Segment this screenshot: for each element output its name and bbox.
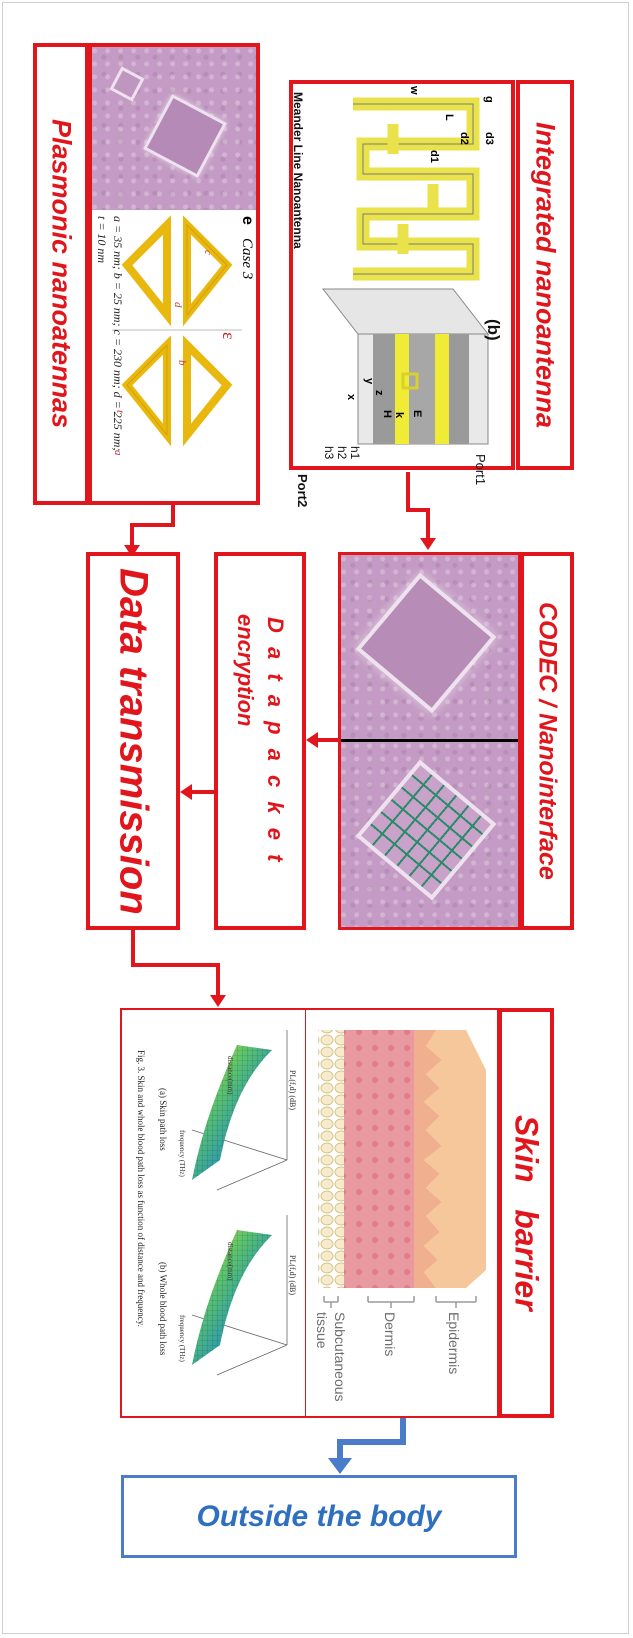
outside-box: Outside the body (121, 1475, 517, 1558)
field-h-label: H (381, 410, 393, 418)
crystal-small (109, 66, 145, 102)
bowtie-antenna (112, 215, 242, 447)
plot-a-xlabel: frequency (THz) (178, 1130, 186, 1177)
dim-c-label: c (202, 250, 214, 255)
dim-d-label: d (172, 302, 184, 308)
plasmonic-photo (92, 47, 256, 210)
transmission-box: Data transmission (86, 552, 180, 930)
epsilon-symbol: ε (219, 332, 239, 340)
meander-antenna (333, 94, 485, 284)
plot-b-xlabel: frequency (THz) (178, 1315, 186, 1362)
plot-a-ylabel: distance(mm) (226, 1056, 234, 1095)
plot-a-caption: (a) Skin path loss (158, 1088, 168, 1151)
integrated-panel-label: (b) (484, 319, 503, 341)
tissue-label: tissue (314, 1312, 330, 1349)
axis-z-label: z (373, 390, 385, 396)
codec-photo-2 (341, 742, 518, 927)
plot-b-zlabel: PL(f,d) (dB) (288, 1255, 297, 1295)
integrated-figure (321, 94, 490, 445)
plasmonic-panel: e Case 3 ε a b c d t a = 35 nm; b = 25 n… (92, 210, 256, 501)
codec-photo-1 (341, 555, 518, 739)
integrated-title: Integrated nanoantenna (530, 121, 561, 429)
layer-h3-label: h3 (322, 446, 336, 460)
dim-d1-label: d1 (428, 150, 440, 163)
skin-illustration: Epidermis Dermis Subcutaneous tissue (305, 1010, 497, 1416)
dim-w-label: w (408, 86, 420, 95)
plasmonic-params: a = 35 nm; b = 25 nm; c = 230 nm; d = 22… (111, 216, 125, 452)
dim-l-label: L (443, 114, 455, 121)
crystal-large (143, 94, 227, 178)
layer-h1-label: h1 (348, 446, 362, 460)
path-loss-panel: PL(f,d) (dB) PL(f,d) (dB) distance(mm) d… (122, 1010, 304, 1416)
layer-stack (321, 288, 490, 445)
codec-separator (341, 739, 518, 742)
integrated-title-box: Integrated nanoantenna (516, 80, 574, 470)
port1-label: Port1 (473, 454, 488, 486)
meander-caption: Meander Line Nanoantenna (291, 92, 305, 249)
dim-d3-label: d3 (483, 132, 495, 145)
codec-crystal-1 (355, 572, 497, 714)
epidermis-label: Epidermis (446, 1312, 462, 1375)
plasmonic-panel-label: e (239, 216, 256, 225)
dim-t-label: t (114, 410, 126, 414)
field-e-label: E (411, 410, 423, 418)
port2-label: Port2 (295, 474, 310, 508)
codec-title: CODEC / Nanointerface (533, 602, 562, 880)
plasmonic-title-box: Plasmonic nanoatennas (33, 43, 89, 505)
case-label: Case 3 (239, 238, 255, 280)
plot-a-zlabel: PL(f,d) (dB) (288, 1070, 297, 1110)
codec-crystal-2 (355, 759, 497, 901)
axis-x-label: x (345, 394, 357, 401)
dim-g-label: g (483, 96, 495, 103)
path-loss-plots (191, 1030, 288, 1376)
codec-title-box: CODEC / Nanointerface (520, 552, 574, 930)
plasmonic-title: Plasmonic nanoatennas (46, 119, 77, 429)
skin-title: Skin barrier (508, 1115, 545, 1311)
plot-b-caption: (b) Whole blood path loss (158, 1262, 168, 1356)
plasmonic-params-2: t = 10 nm (95, 216, 109, 264)
subcutaneous-label: Subcutaneous (332, 1312, 348, 1402)
axis-y-label: y (363, 378, 375, 385)
figure-caption: Fig. 3. Skin and whole blood path loss a… (136, 1050, 146, 1327)
encryption-line2: encryption (233, 614, 258, 727)
skin-layers (318, 1030, 486, 1308)
plasmonic-figure-box: e Case 3 ε a b c d t a = 35 nm; b = 25 n… (88, 43, 260, 505)
dermis-label: Dermis (382, 1312, 398, 1357)
plot-b-ylabel: distance(mm) (226, 1242, 234, 1281)
dim-a-label: a (112, 450, 124, 456)
layer-h2-label: h2 (335, 446, 349, 460)
codec-figure-box (338, 552, 521, 930)
dim-b-label: b (176, 360, 188, 366)
skin-title-box: Skin barrier (498, 1008, 554, 1418)
transmission-title: Data transmission (111, 567, 156, 915)
dim-d2-label: d2 (458, 132, 470, 145)
field-k-label: k (393, 412, 405, 419)
outside-title: Outside the body (196, 1499, 442, 1533)
encryption-box: D a t a p a c k e t encryption (214, 552, 306, 930)
integrated-figure-box: Meander Line Nanoantenna (b) Port1 Port2… (289, 80, 515, 507)
encryption-line1: D a t a p a c k e t (263, 616, 288, 866)
skin-figure-box: Epidermis Dermis Subcutaneous tissue (120, 1008, 499, 1418)
